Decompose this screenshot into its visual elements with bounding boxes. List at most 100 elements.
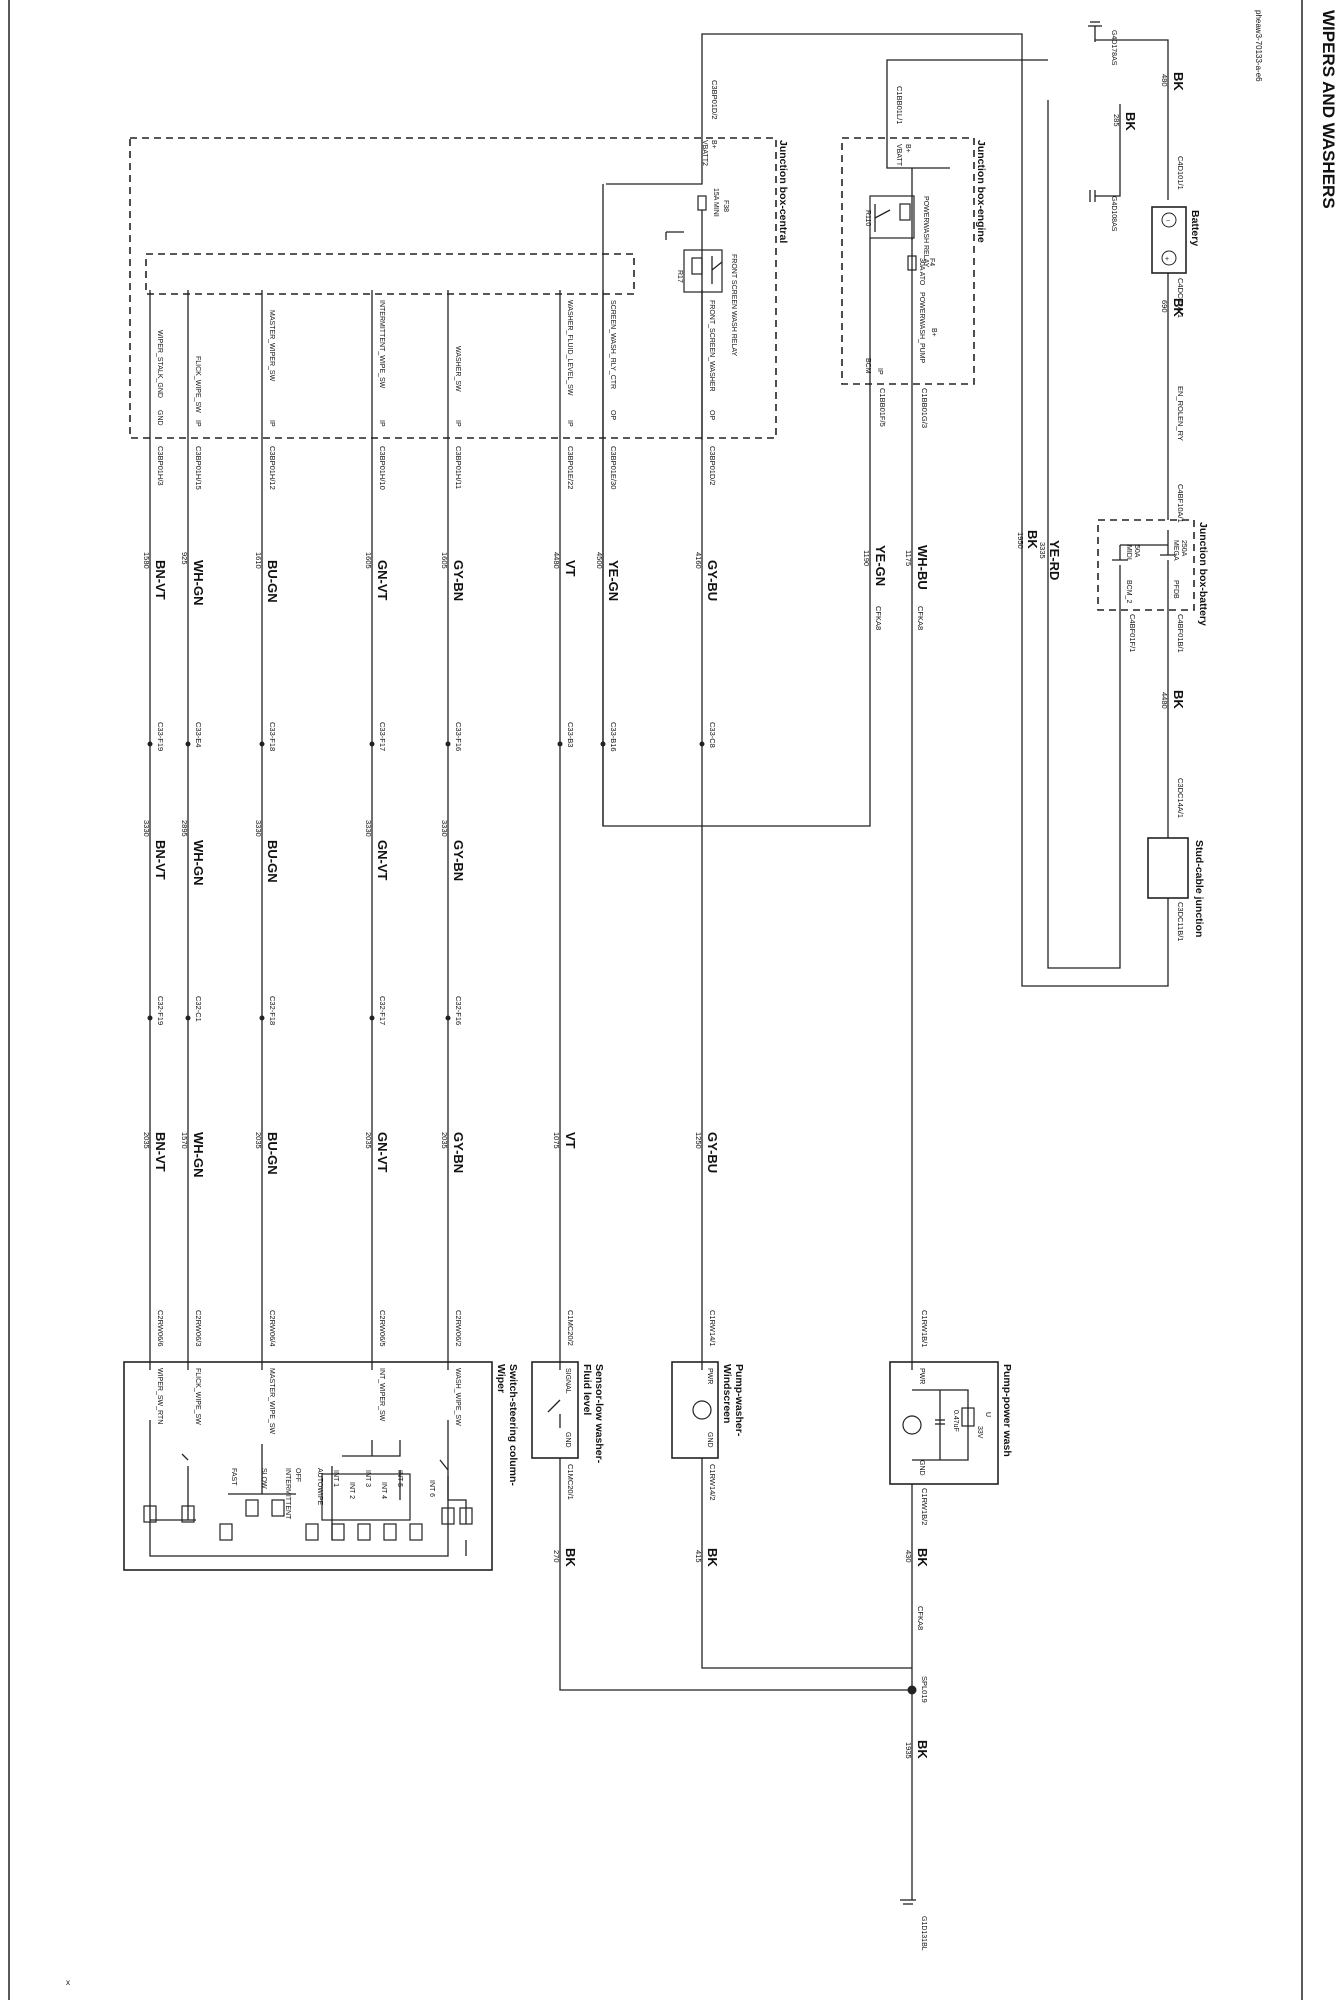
jb-engine-label: Junction box-engine [975, 140, 987, 243]
pin-connector: C3BP01E/22 [566, 446, 575, 489]
central-pin-labels: FRONT_SCREEN_WASHER OP C3BP01D/2 SCREEN_… [156, 300, 717, 490]
powerwash-relay [869, 195, 915, 239]
pin-type: IP [566, 420, 573, 427]
pin-type: GND [156, 410, 163, 426]
central-fuse-label: F38 [722, 200, 729, 212]
jb-engine-pin-bplus2: B+ [930, 328, 937, 337]
wire-number: 270 [552, 1550, 561, 1563]
pump-power-wash: Pump-power wash C1RW1B/1 PWR GND U 33V 0… [889, 1310, 1013, 1525]
switch-pos-off: OFF [294, 1468, 301, 1482]
switch-label1: Switch-steering column- [507, 1364, 519, 1486]
c33-f17: C33-F17 [378, 722, 387, 751]
wire-number: 3330 [440, 820, 449, 837]
wire-number: 1250 [694, 1132, 703, 1149]
wire-number: 2035 [254, 1132, 263, 1149]
jb-battery-pin-bcm2: BCM_2 [1125, 580, 1132, 603]
pin-type: IP [268, 420, 275, 427]
wire-label: BN-VT [153, 1132, 168, 1172]
switch-pos-autowipe: AUTOWIPE [316, 1468, 323, 1506]
page-ref: pheaw3-70133-a-e6 [1254, 10, 1263, 82]
wire-number: 1605 [440, 552, 449, 569]
switch-pos-intermittent: INTERMITTENT [284, 1468, 291, 1520]
c33-e4: C33-E4 [194, 722, 203, 747]
front-screen-wash-relay [683, 249, 723, 293]
wire-number: 4160 [694, 552, 703, 569]
pin-connector: C3BP01H/3 [156, 446, 165, 486]
junction-box-central: Junction box-central C3BP01D/2 B+ VBATT2… [129, 80, 789, 440]
central-fuse-f38 [697, 195, 707, 211]
wire-number: 1175 [904, 550, 913, 566]
wire-label: GY-BU [705, 560, 720, 601]
c33-f16: C33-F16 [454, 722, 463, 751]
wire-bk-270 [559, 1458, 912, 1691]
jb-central-pin-vbatt2: VBATT2 [701, 140, 708, 166]
switch-steering-column-wiper: Switch-steering column- Wiper C2RW06/2 C… [123, 1310, 519, 1571]
pin-name: MASTER_WIPER_SW [268, 310, 275, 382]
engine-fuse-rating: 30A ATO [918, 258, 925, 286]
pin-type: IP [378, 420, 385, 427]
wire-number: 415 [694, 1550, 703, 1563]
junction-box-engine: Junction box-engine C1BB01L/1 VBATT B+ P… [841, 86, 987, 428]
ground-g1-label: G4D178AS [1110, 30, 1117, 66]
jb-battery-fuse2: 50A [1133, 545, 1140, 558]
wire-label: VT [563, 1132, 578, 1149]
switch-pin-name: WIPER_SW_RTN [156, 1368, 163, 1424]
pump-washer-windscreen: Pump-washer- Windscreen C1RW14/1 PWR GND… [671, 1310, 745, 1501]
pin-type: IP [454, 420, 461, 427]
switch-pin-name: INT_WIPER_SW [378, 1368, 385, 1422]
wire-number: 1570 [180, 1132, 189, 1149]
jb-engine-conn-bcm: C1BB01F/5 [878, 388, 887, 427]
central-bcm-inner [145, 253, 635, 295]
wire-bcm2-loop [1047, 100, 1121, 969]
c33-b16: C33-B16 [609, 722, 618, 752]
pump-power-label: Pump-power wash [1001, 1364, 1013, 1457]
jb-battery-fuse1-type: MEGA [1172, 540, 1179, 561]
splice-label: SPL019 [920, 1676, 929, 1703]
wires-segment-1: GY-BU 4160 YE-GN 4500 VT 4480 GY-BN 1605… [142, 552, 720, 606]
wire-label: BK [705, 1548, 720, 1567]
wire-number: 1935 [904, 1742, 913, 1759]
switch-int-4: INT 4 [380, 1482, 387, 1499]
pump-windscreen-label1: Pump-washer- [733, 1364, 745, 1437]
pin-connector: C3BP01H/12 [268, 446, 277, 490]
wire-label: BK [915, 1740, 930, 1759]
wire-label: GY-BU [705, 1132, 720, 1173]
wire-tag: CFKA8 [916, 1606, 925, 1630]
page-title: WIPERS AND WASHERS [1319, 10, 1338, 209]
jb-battery-label: Junction box-battery [1197, 522, 1209, 626]
pin-connector: C3BP01E/30 [609, 446, 618, 489]
jb-battery-fuse1: 250A [1180, 540, 1187, 557]
pump-power-cap: 0.47uF [952, 1410, 959, 1432]
pump-windscreen-pwr: PWR [706, 1368, 713, 1384]
wire-label: GN-VT [375, 1132, 390, 1173]
jb-engine-conn-pump: C1BB01G/3 [920, 388, 929, 428]
switch-pos-slow: SLOW [260, 1468, 267, 1489]
pump-power-gnd: GND [918, 1460, 925, 1476]
front-screen-wash-relay-name: FRONT SCREEN WASH RELAY [730, 254, 737, 356]
battery-label: Battery [1189, 210, 1201, 246]
pin-type: OP [609, 410, 616, 420]
switch-pin-conn: C2RW06/6 [156, 1310, 165, 1347]
wire-number: 4500 [595, 552, 604, 569]
wire-number: 1190 [862, 550, 871, 566]
wire-label: BU-GN [265, 840, 280, 883]
jb-battery-fuse2-type: MIDI [1125, 545, 1132, 560]
pump-power-v: 33V [976, 1426, 983, 1439]
jb-battery-conn-right: C4BF01B/1 [1176, 614, 1185, 653]
c32-c1: C32-C1 [194, 996, 203, 1022]
wire-bk-480 [1095, 39, 1169, 200]
pin-name: WIPER_STALK_GND [156, 330, 163, 398]
wire-number: 1950 [1016, 532, 1025, 549]
wire-number: 3335 [1038, 542, 1047, 559]
pump-windscreen-conn1: C1RW14/1 [708, 1310, 717, 1347]
stud-conn1: C3DC14A/1 [1176, 778, 1185, 818]
wire-number: 285 [1112, 114, 1121, 127]
wire-label: BU-GN [265, 560, 280, 603]
wire-number: 1075 [552, 1132, 561, 1149]
pin-name: FLICK_WIPE_SW [194, 356, 201, 413]
stud-cable-junction: Stud-cable junction C3DC14A/1 C3DC11B/1 [1147, 778, 1205, 941]
ground-g1d131bl: G1D131BL [900, 1899, 927, 1951]
wire-number: 430 [904, 1550, 913, 1563]
pin-connector: C3BP01D/2 [708, 446, 717, 486]
jb-battery-pin-pfdb: PFDB [1172, 580, 1179, 599]
